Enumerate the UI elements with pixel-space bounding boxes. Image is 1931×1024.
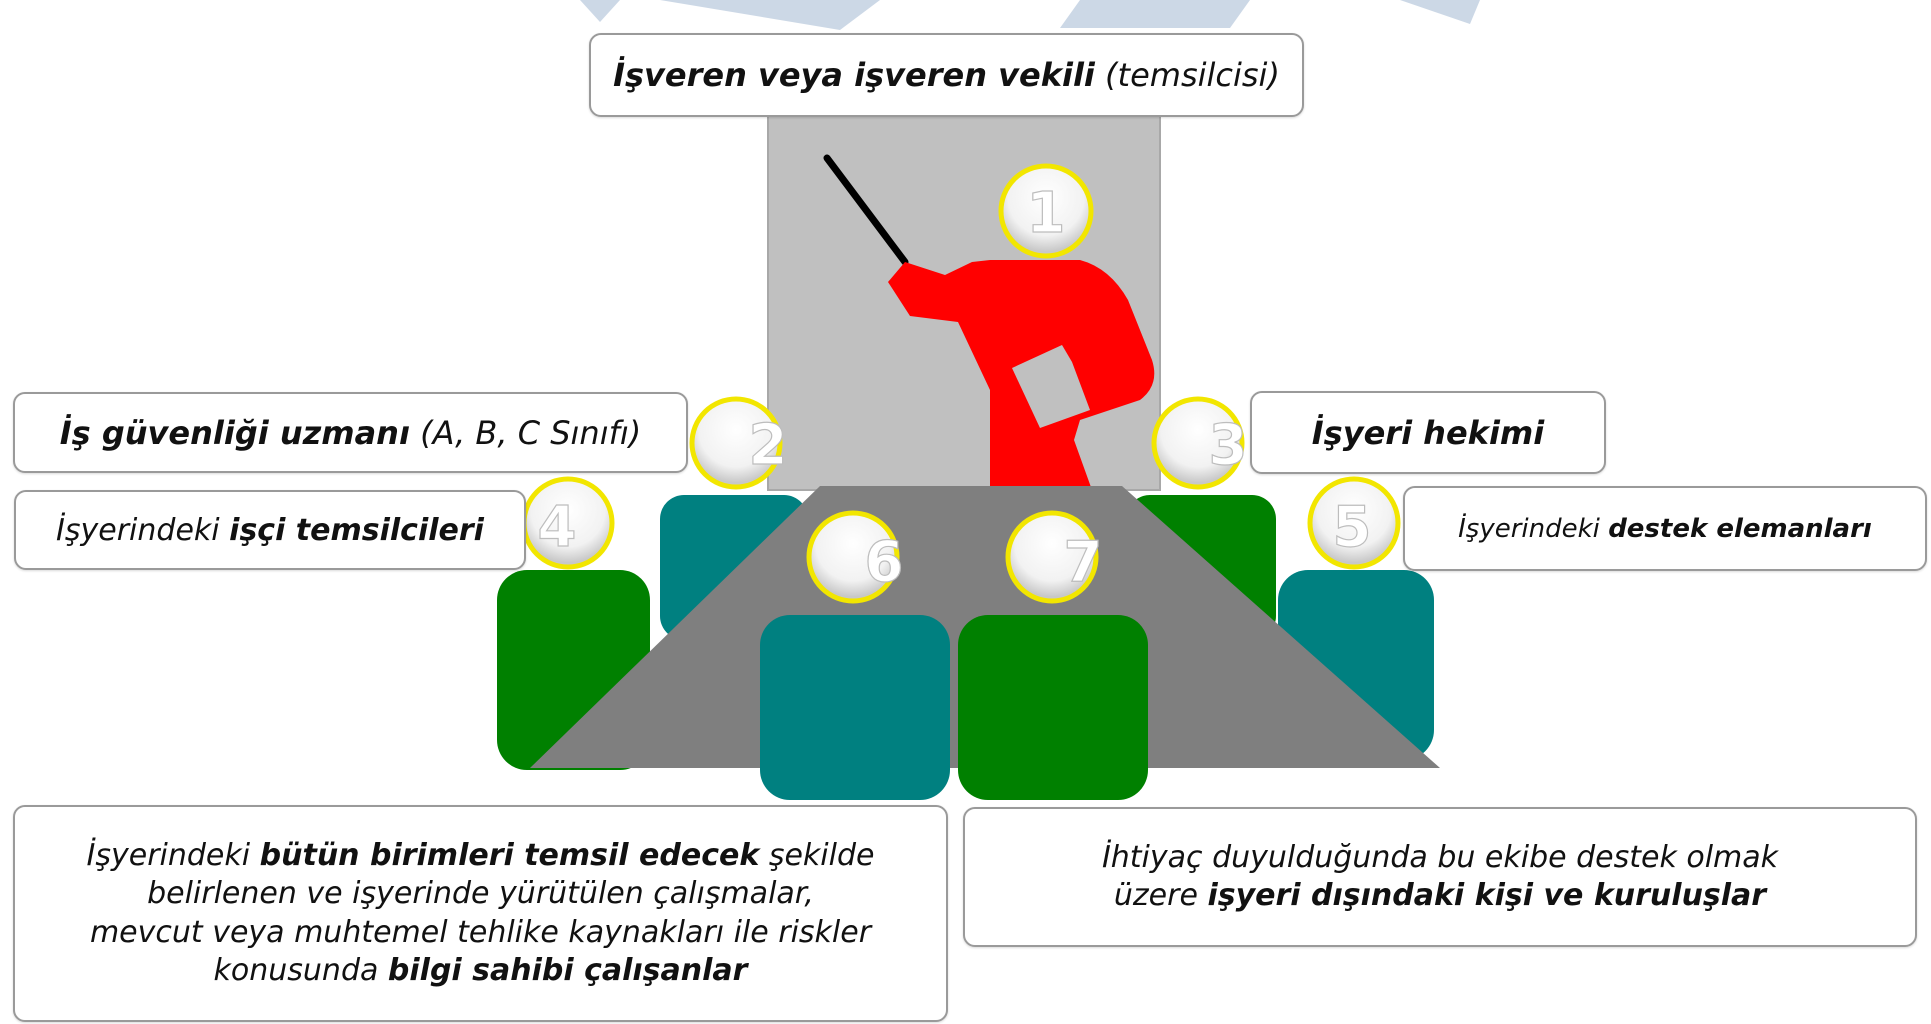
knowledgeable-employees-l1-bold: bütün birimleri temsil edecek bbox=[259, 837, 760, 873]
head-2: 2 bbox=[689, 396, 788, 490]
external-support-l1: İhtiyaç duyulduğunda bu ekibe destek olm… bbox=[1101, 839, 1779, 875]
worker-representatives-label-bold: işçi temsilcileri bbox=[229, 512, 484, 548]
head-3: 3 bbox=[1151, 396, 1248, 490]
employer-label-bold: İşveren veya işveren vekili bbox=[613, 56, 1095, 94]
worker-representatives-label-normal: İşyerindeki bbox=[56, 512, 230, 548]
support-staff-label-normal: İşyerindeki bbox=[1458, 513, 1609, 544]
head-7: 7 bbox=[1005, 510, 1103, 604]
number-4-label: 4 bbox=[538, 495, 577, 560]
knowledgeable-employees-l4-a: konusunda bbox=[213, 952, 388, 988]
head-1: 1 bbox=[998, 163, 1094, 259]
number-2-label: 2 bbox=[749, 413, 788, 478]
head-6: 6 bbox=[806, 510, 904, 604]
knowledgeable-employees-l1-a: İşyerindeki bbox=[86, 837, 260, 873]
workplace-doctor-label: İşyeri hekimi bbox=[1311, 413, 1545, 452]
safety-expert-label-normal: (A, B, C Sınıfı) bbox=[409, 413, 642, 452]
external-support-l2-bold: işyeri dışındaki kişi ve kuruluşlar bbox=[1207, 878, 1767, 913]
background-watermark bbox=[580, 0, 1480, 30]
safety-expert-label-bold: İş güvenliği uzmanı bbox=[59, 413, 410, 452]
chair-6 bbox=[760, 615, 950, 800]
chair-7 bbox=[958, 615, 1148, 800]
external-support-l2-a: üzere bbox=[1113, 878, 1208, 913]
support-staff-label-bold: destek elemanları bbox=[1608, 513, 1872, 544]
pointer-stick bbox=[823, 154, 909, 266]
head-5: 5 bbox=[1307, 476, 1401, 570]
number-5-label: 5 bbox=[1333, 495, 1372, 560]
number-3-label: 3 bbox=[1209, 413, 1248, 478]
knowledgeable-employees-l2: belirlenen ve işyerinde yürütülen çalışm… bbox=[147, 876, 814, 912]
number-6-label: 6 bbox=[865, 530, 904, 595]
knowledgeable-employees-label-box: İşyerindeki bütün birimleri temsil edece… bbox=[13, 805, 948, 1022]
employer-label-normal: (temsilcisi) bbox=[1094, 56, 1280, 94]
presenter-figure bbox=[888, 260, 1155, 540]
head-4: 4 bbox=[521, 476, 615, 570]
workplace-doctor-label-box: İşyeri hekimi bbox=[1250, 391, 1606, 474]
external-support-label-box: İhtiyaç duyulduğunda bu ekibe destek olm… bbox=[963, 807, 1917, 947]
number-7-label: 7 bbox=[1064, 530, 1103, 595]
knowledgeable-employees-l3: mevcut veya muhtemel tehlike kaynakları … bbox=[89, 914, 872, 950]
safety-expert-label-box: İş güvenliği uzmanı (A, B, C Sınıfı) bbox=[13, 392, 688, 473]
support-staff-label-box: İşyerindeki destek elemanları bbox=[1403, 486, 1927, 571]
employer-label-box: İşveren veya işveren vekili (temsilcisi) bbox=[589, 33, 1304, 117]
number-1-label: 1 bbox=[1027, 181, 1066, 246]
knowledgeable-employees-l1-c: şekilde bbox=[759, 837, 875, 873]
worker-representatives-label-box: İşyerindeki işçi temsilcileri bbox=[14, 490, 526, 570]
knowledgeable-employees-l4-bold: bilgi sahibi çalışanlar bbox=[387, 952, 748, 988]
